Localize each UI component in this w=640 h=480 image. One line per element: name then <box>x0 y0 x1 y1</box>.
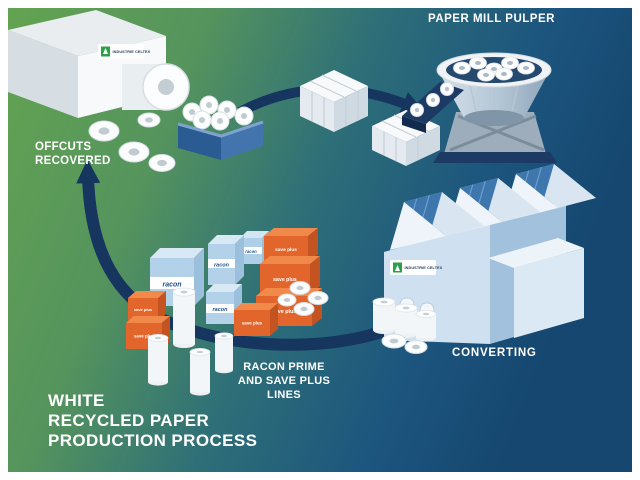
converting-label: CONVERTING <box>452 347 537 359</box>
warehouse-brand-logo: INDUSTRIE CELTEX <box>98 44 151 59</box>
title-line3: PRODUCTION PROCESS <box>48 431 257 450</box>
product-lines-label-line1: RACON PRIME <box>243 361 325 373</box>
converting-factory: INDUSTRIE CELTEX <box>384 164 596 344</box>
page-title: WHITE RECYCLED PAPER PRODUCTION PROCESS <box>48 391 257 450</box>
warehouse-brand-text: INDUSTRIE CELTEX <box>113 50 151 54</box>
save-plus-box-label: save plus <box>134 334 155 339</box>
pulper-machine <box>402 52 557 163</box>
sawtooth-roof <box>390 164 596 250</box>
save-plus-box-label: save plus <box>273 277 297 283</box>
save-plus-box-label: save plus <box>134 307 153 312</box>
save-plus-box: save plus <box>234 303 278 336</box>
product-lines-label-line3: LINES <box>267 389 301 401</box>
stage-labels: OFFCUTS RECOVERED PAPER MILL PULPER CONV… <box>35 13 555 401</box>
factory-brand-text: INDUSTRIE CELTEX <box>405 266 443 270</box>
racon-pack-label: racon <box>214 263 230 269</box>
tray-rolls <box>182 95 254 131</box>
tissue-rolls <box>147 281 329 396</box>
title-line2: RECYCLED PAPER <box>48 411 209 430</box>
warehouse-building: INDUSTRIE CELTEX <box>8 10 166 118</box>
racon-pack-label: racon <box>213 307 229 313</box>
offcuts-label-line2: RECOVERED <box>35 155 111 167</box>
large-paper-reel <box>122 63 190 111</box>
racon-pack-label: racon <box>162 282 181 289</box>
collection-tray <box>177 95 264 160</box>
paper-bale <box>300 70 368 132</box>
racon-pack: racon <box>208 235 244 285</box>
racon-pack-label: racon <box>245 249 257 254</box>
save-plus-box-label: save plus <box>272 309 297 315</box>
offcuts-label-line1: OFFCUTS <box>35 141 91 153</box>
save-plus-box-label: save plus <box>242 321 263 326</box>
save-plus-box-label: save plus <box>275 247 297 253</box>
factory-brand-logo: INDUSTRIE CELTEX <box>390 260 443 275</box>
offcut-rolls <box>88 112 176 172</box>
product-lines-label-line2: AND SAVE PLUS <box>238 375 330 387</box>
feed-conveyor <box>402 82 464 133</box>
product-packs: racon racon racon racon sa <box>126 228 329 396</box>
save-plus-box: save plus <box>128 291 166 321</box>
factory-output-rolls <box>372 297 437 354</box>
pulper-label: PAPER MILL PULPER <box>428 13 555 25</box>
pulper-rolls <box>453 56 535 82</box>
title-line1: WHITE <box>48 391 105 410</box>
